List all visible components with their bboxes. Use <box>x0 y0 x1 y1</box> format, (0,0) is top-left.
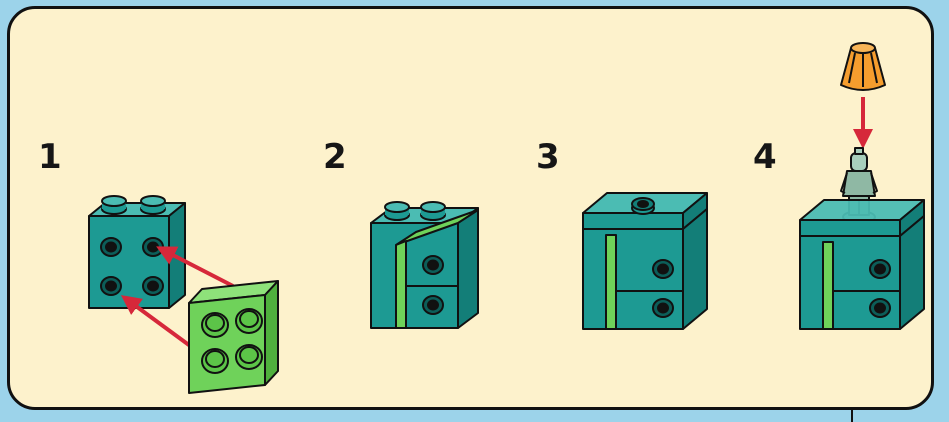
step-4-number: 4 <box>753 137 777 177</box>
step-2-teal-brick <box>370 201 479 329</box>
step-3-cabinet <box>582 192 708 330</box>
step-4-lamp-shade <box>840 42 886 91</box>
instruction-panel: 1 2 3 4 <box>7 6 934 410</box>
frame-tick-mark <box>851 410 853 422</box>
build-steps-illustration <box>88 42 925 394</box>
step-1-number: 1 <box>38 137 62 177</box>
step-4-cabinet <box>799 199 925 330</box>
step-2-number: 2 <box>323 137 347 177</box>
step-1-arrows <box>120 246 234 350</box>
step-3-number: 3 <box>536 137 560 177</box>
step-1-green-plate <box>188 280 279 394</box>
